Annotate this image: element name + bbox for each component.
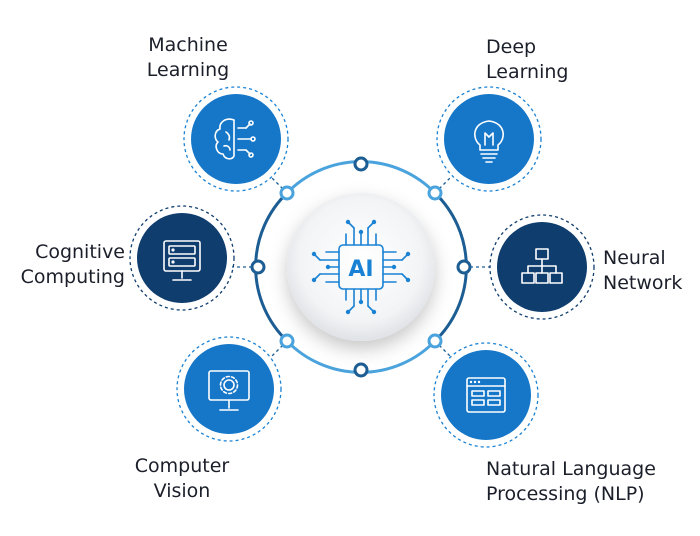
node-machine-learning [183,86,289,192]
brain-circuit-icon [214,118,256,160]
node-computer-vision [176,336,282,442]
browser-window-icon [466,377,506,413]
network-hierarchy-icon [521,248,563,284]
connectors [232,175,490,359]
hub-label: AI [348,257,373,282]
node-neural-network [489,214,595,320]
server-monitor-icon [163,240,201,281]
lightbulb-icon [474,120,504,163]
ring-dots [250,156,472,378]
hub: AI [287,193,435,341]
node-cognitive-computing [129,205,235,311]
monitor-gear-icon [208,370,250,411]
node-nlp [433,342,539,448]
node-deep-learning [436,86,542,192]
